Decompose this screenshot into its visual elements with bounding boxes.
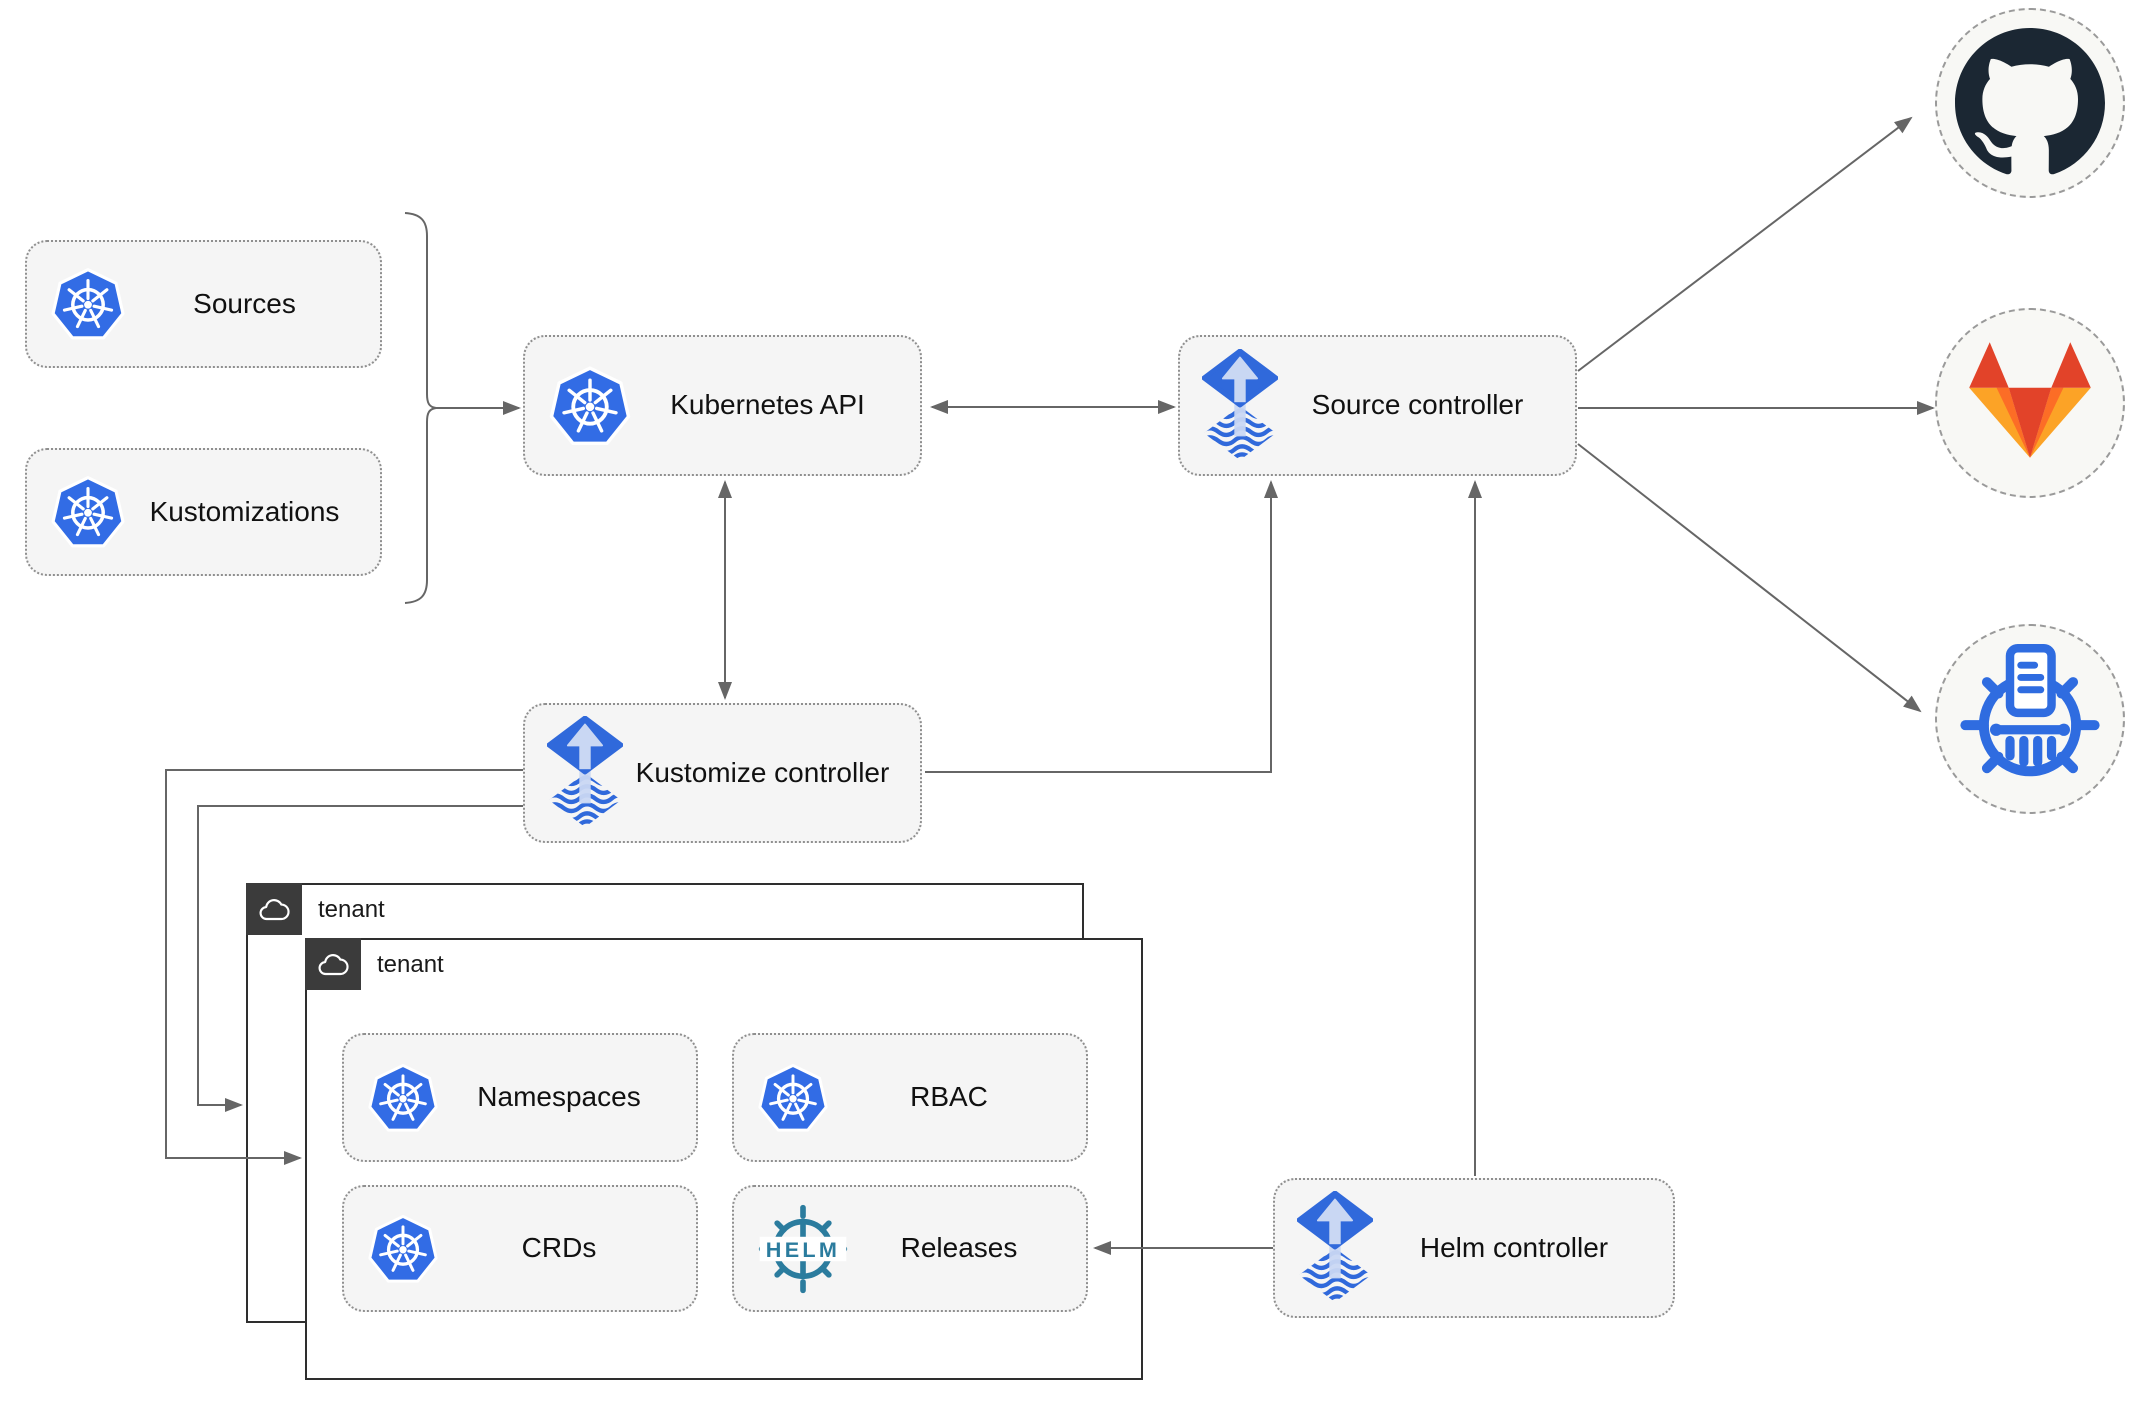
github-endpoint: [1935, 8, 2125, 198]
kubernetes-icon: [49, 473, 127, 551]
source-controller-node: Source controller: [1178, 335, 1577, 476]
node-label: Sources: [193, 287, 296, 319]
tenant-label: tenant: [377, 951, 444, 978]
tenant-tab: [246, 883, 302, 935]
node-label: Source controller: [1311, 389, 1524, 421]
gitlab-endpoint: [1935, 308, 2125, 498]
flux-icon: [1297, 1191, 1373, 1305]
releases-node: HELM Releases: [732, 1185, 1088, 1312]
kubernetes-icon: [49, 265, 127, 343]
chartmuseum-endpoint: [1935, 624, 2125, 814]
node-label: Kustomize controller: [635, 756, 890, 788]
chartmuseum-icon: [1950, 639, 2110, 799]
namespaces-node: Namespaces: [342, 1033, 698, 1162]
node-label: Releases: [900, 1232, 1018, 1264]
kustomize-controller-node: Kustomize controller: [523, 703, 922, 843]
kubernetes-api-node: Kubernetes API: [523, 335, 922, 476]
crds-node: CRDs: [342, 1185, 698, 1312]
kubernetes-icon: [366, 1061, 440, 1135]
github-icon: [1955, 28, 2105, 178]
edge-source-to-chartmuseum: [1577, 443, 1922, 713]
edge-brace: [404, 212, 437, 604]
cloud-icon: [258, 893, 290, 925]
sources-node: Sources: [25, 240, 382, 368]
kubernetes-icon: [366, 1212, 440, 1286]
gitlab-icon: [1954, 339, 2106, 467]
edge-kustomize-to-source: [925, 480, 1278, 773]
flux-icon: [1202, 349, 1278, 463]
node-label: Kubernetes API: [670, 389, 865, 421]
rbac-node: RBAC: [732, 1033, 1088, 1162]
helm-controller-node: Helm controller: [1273, 1178, 1675, 1318]
node-label: Namespaces: [477, 1081, 641, 1113]
cloud-icon: [317, 948, 349, 980]
helm-icon: HELM: [756, 1202, 850, 1296]
flux-icon: [547, 716, 623, 830]
kustomizations-node: Kustomizations: [25, 448, 382, 576]
kubernetes-icon: [756, 1061, 830, 1135]
node-label: Kustomizations: [149, 495, 340, 527]
node-label: CRDs: [521, 1232, 597, 1264]
kubernetes-icon: [547, 363, 633, 449]
node-label: Helm controller: [1419, 1231, 1609, 1263]
helm-logo-text: HELM: [766, 1236, 840, 1261]
tenant-tab: [305, 938, 361, 990]
node-label: RBAC: [910, 1081, 988, 1113]
edge-source-to-github: [1577, 116, 1913, 372]
tenant-label: tenant: [318, 896, 385, 923]
